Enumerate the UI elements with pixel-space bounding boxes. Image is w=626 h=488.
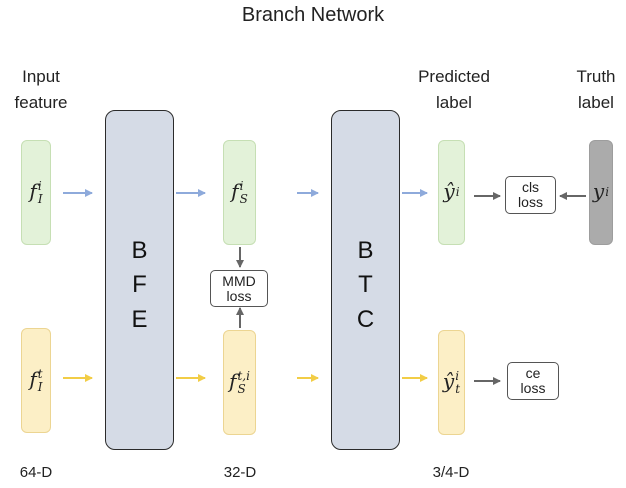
btc-letter-t: T — [358, 271, 373, 298]
bfe-letter-b: B — [131, 237, 148, 264]
input-header-line2: feature — [14, 93, 68, 112]
ce-loss-box: ce loss — [507, 362, 559, 400]
btc-block: B T C — [331, 110, 400, 450]
diagram-title: Branch Network — [241, 4, 385, 26]
bfe-letter-e: E — [131, 306, 148, 333]
truth-header-line2: label — [578, 93, 614, 112]
mmd-loss-line2: loss — [226, 288, 252, 304]
predicted-header-line2: label — [436, 93, 472, 112]
output-dim-label: 3/4-D — [432, 464, 470, 481]
ce-loss-line2: loss — [520, 380, 546, 396]
truth-header-line1: Truth — [576, 67, 616, 86]
input-dim-label: 64-D — [19, 464, 53, 481]
mmd-loss-line1: MMD — [222, 273, 256, 289]
mmd-loss-box: MMD loss — [210, 270, 268, 307]
bfe-block: B F E — [105, 110, 174, 450]
mid-dim-label: 32-D — [223, 464, 257, 481]
input-header-line1: Input — [22, 67, 60, 86]
ce-loss-line1: ce — [525, 365, 541, 381]
btc-letter-c: C — [356, 306, 375, 333]
truth-symbol: yi — [592, 179, 610, 203]
source-predicted-label-box: ŷi — [438, 140, 465, 245]
cls-loss-box: cls loss — [505, 176, 556, 214]
source-predicted-symbol: ŷi — [443, 179, 460, 203]
truth-label-header: Truth label — [566, 64, 626, 116]
predicted-header-line1: Predicted — [418, 67, 490, 86]
cls-loss-line2: loss — [518, 194, 543, 210]
predicted-label-header: Predicted label — [406, 64, 502, 116]
truth-label-box: yi — [589, 140, 613, 245]
input-feature-header: Input feature — [5, 64, 77, 116]
bfe-letter-f: F — [132, 271, 147, 298]
btc-letter-b: B — [357, 237, 374, 264]
cls-loss-line1: cls — [521, 179, 540, 195]
